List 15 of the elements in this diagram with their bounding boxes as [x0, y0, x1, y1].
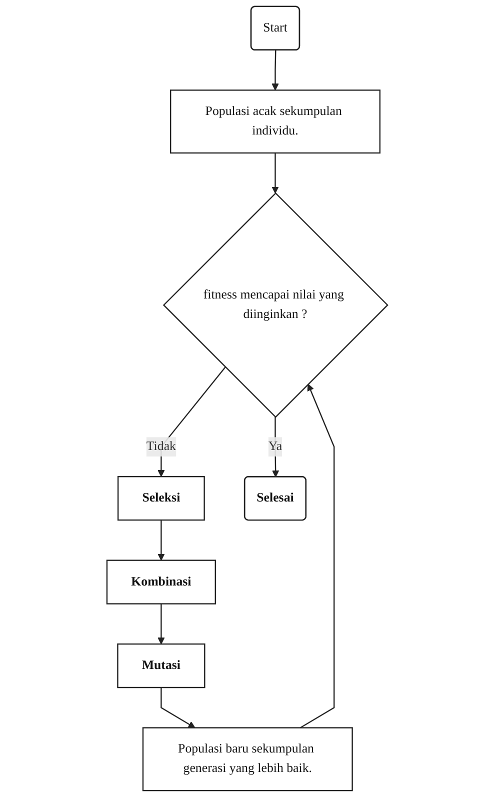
- arrow: [160, 688, 196, 728]
- arrow: [300, 384, 335, 728]
- arrow: [158, 604, 165, 644]
- edge-label: Ya: [268, 440, 282, 454]
- arrow: [272, 152, 280, 194]
- arrow: [158, 520, 165, 561]
- node-box: Kombinasi: [106, 560, 216, 604]
- node-box: Populasi acak sekumpulan individu.: [170, 90, 381, 154]
- node-diamond: fitness mencapai nilai yang diinginkan ?: [163, 192, 389, 418]
- edge-label: Tidak: [146, 440, 176, 454]
- node-box: Seleksi: [118, 476, 206, 521]
- node-box: Populasi baru sekumpulan generasi yang lebih baik.: [142, 727, 354, 792]
- node-box: Mutasi: [117, 643, 206, 688]
- arrow: [272, 50, 280, 90]
- arrow: [272, 417, 280, 478]
